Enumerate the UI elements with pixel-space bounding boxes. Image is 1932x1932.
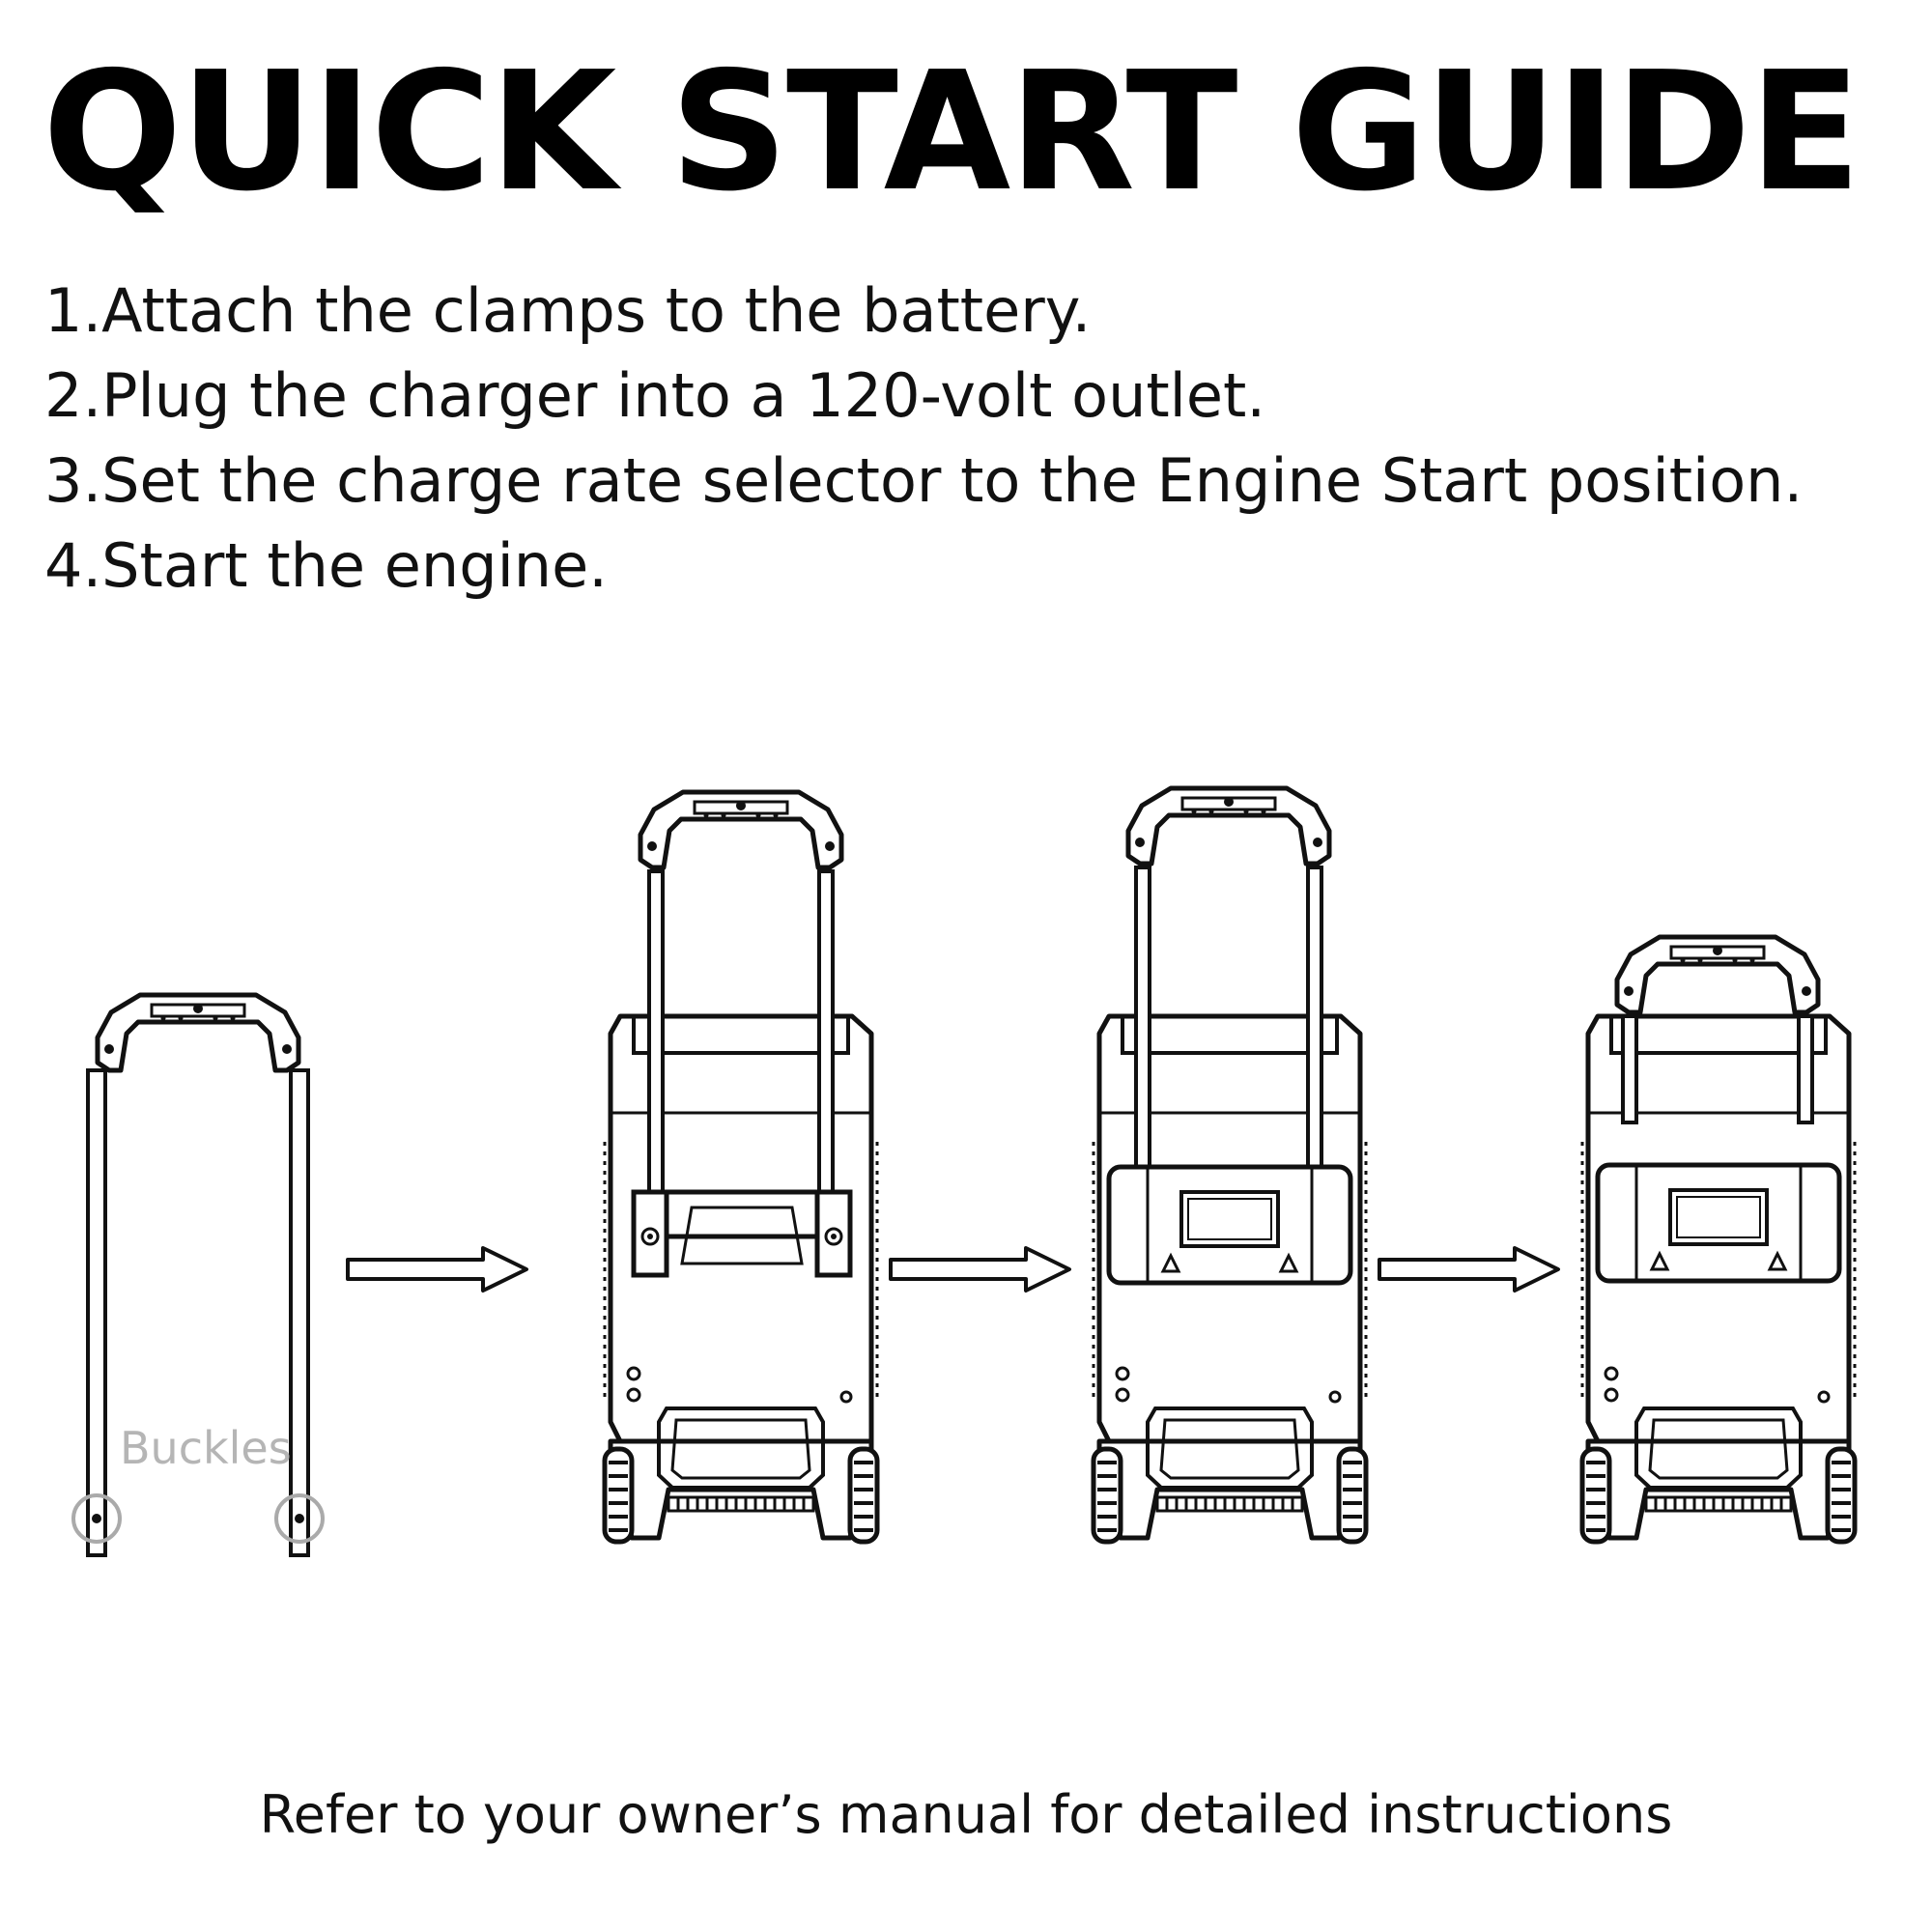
instruction-step-3: 3.Set the charge rate selector to the En… (44, 445, 1804, 516)
right-arrow-icon (889, 1246, 1071, 1293)
instruction-step-1: 1.Attach the clamps to the battery. (44, 275, 1092, 346)
page-title: QUICK START GUIDE (43, 37, 1861, 228)
stage-handle-inserted (605, 792, 877, 1542)
instruction-step-2: 2.Plug the charger into a 120-volt outle… (44, 360, 1266, 431)
assembly-illustration: Buckles (71, 753, 1932, 1557)
instruction-list: 1.Attach the clamps to the battery. 2.Pl… (44, 269, 1803, 609)
stage-cover-attached (1094, 788, 1366, 1542)
buckles-label: Buckles (120, 1422, 292, 1474)
right-arrow-icon (346, 1246, 528, 1293)
stage-handle-retracted (1582, 937, 1855, 1542)
instruction-step-4: 4.Start the engine. (44, 530, 608, 601)
footer-note: Refer to your owner’s manual for detaile… (259, 1784, 1673, 1845)
right-arrow-icon (1378, 1246, 1560, 1293)
stage-handle-assembly: Buckles (71, 995, 325, 1557)
